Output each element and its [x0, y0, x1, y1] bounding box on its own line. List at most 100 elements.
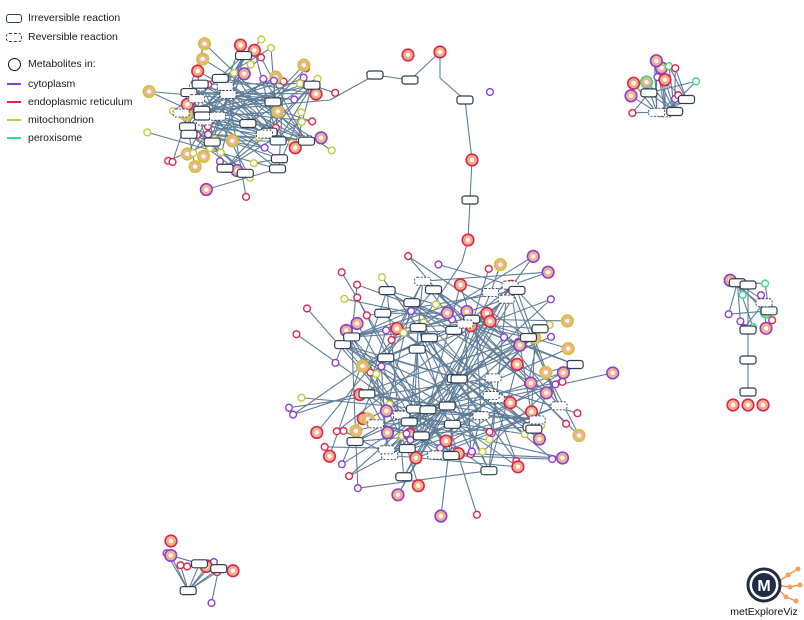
reaction-node[interactable]	[398, 443, 416, 454]
reaction-node[interactable]	[211, 73, 229, 84]
reaction-node[interactable]	[438, 401, 456, 411]
reaction-node[interactable]	[219, 89, 237, 99]
metabolite-node[interactable]	[216, 148, 225, 157]
reaction-node[interactable]	[648, 107, 666, 117]
metabolite-node[interactable]	[760, 279, 770, 288]
reaction-node[interactable]	[525, 424, 543, 434]
metabolite-node[interactable]	[372, 369, 381, 379]
metabolite-node[interactable]	[295, 79, 305, 88]
reaction-node[interactable]	[209, 111, 226, 121]
metabolite-node[interactable]	[339, 426, 348, 436]
reaction-node[interactable]	[403, 298, 421, 308]
metabolite-node[interactable]	[284, 403, 294, 412]
metabolite-node[interactable]	[768, 316, 777, 325]
metabolite-node[interactable]	[738, 290, 747, 299]
reaction-node[interactable]	[203, 137, 221, 147]
reaction-node[interactable]	[269, 136, 287, 146]
metabolite-node[interactable]	[337, 460, 346, 469]
metabolite-node[interactable]	[756, 291, 766, 300]
metabolite-node[interactable]	[362, 311, 371, 320]
metabolite-node[interactable]	[290, 95, 299, 104]
metabolite-node[interactable]	[485, 87, 495, 97]
metabolite-node[interactable]	[736, 317, 745, 326]
reaction-node[interactable]	[442, 450, 460, 461]
metabolite-node[interactable]	[499, 333, 509, 342]
reaction-node[interactable]	[666, 106, 684, 117]
reaction-node[interactable]	[519, 332, 538, 343]
metabolite-node[interactable]	[628, 108, 637, 118]
reaction-node[interactable]	[480, 466, 498, 476]
reaction-node[interactable]	[334, 339, 352, 350]
metabolite-node[interactable]	[292, 330, 301, 339]
metabolite-node[interactable]	[337, 268, 346, 277]
metabolite-node[interactable]	[257, 35, 266, 44]
reaction-node[interactable]	[739, 325, 757, 335]
metabolite-node[interactable]	[340, 294, 349, 303]
reaction-node[interactable]	[378, 286, 396, 296]
reaction-node[interactable]	[640, 88, 658, 98]
metabolite-node[interactable]	[377, 362, 386, 371]
reaction-node[interactable]	[270, 154, 289, 164]
reaction-node[interactable]	[427, 450, 445, 460]
reaction-node[interactable]	[188, 94, 206, 104]
reaction-node[interactable]	[216, 81, 234, 91]
reaction-node[interactable]	[461, 195, 479, 205]
reaction-node[interactable]	[414, 276, 432, 286]
metabolite-node[interactable]	[259, 74, 268, 83]
reaction-node[interactable]	[484, 373, 502, 383]
reaction-node[interactable]	[210, 564, 228, 574]
reaction-node[interactable]	[497, 294, 515, 304]
metabolite-node[interactable]	[407, 306, 416, 316]
reaction-node[interactable]	[256, 129, 273, 139]
metabolite-node[interactable]	[387, 335, 396, 345]
reaction-node[interactable]	[420, 333, 438, 343]
metabolite-node[interactable]	[546, 295, 555, 304]
metabolite-node[interactable]	[671, 64, 680, 73]
metabolite-node[interactable]	[478, 447, 487, 456]
reaction-node[interactable]	[172, 108, 190, 118]
reaction-node[interactable]	[419, 405, 437, 415]
metabolite-node[interactable]	[344, 471, 354, 481]
reaction-node[interactable]	[412, 431, 430, 441]
reaction-node[interactable]	[482, 287, 500, 297]
reaction-node[interactable]	[400, 417, 418, 427]
reaction-node[interactable]	[193, 111, 211, 121]
reaction-node[interactable]	[755, 298, 773, 308]
reaction-node[interactable]	[343, 332, 361, 342]
metabolite-node[interactable]	[404, 252, 413, 261]
reaction-node[interactable]	[264, 97, 282, 107]
reaction-node[interactable]	[450, 374, 468, 384]
reaction-node[interactable]	[472, 411, 490, 421]
metabolite-node[interactable]	[331, 358, 340, 367]
metabolite-node[interactable]	[297, 108, 306, 117]
reaction-node[interactable]	[566, 359, 584, 370]
metabolite-node[interactable]	[724, 310, 733, 319]
reaction-node[interactable]	[443, 419, 462, 429]
metabolite-node[interactable]	[332, 427, 341, 436]
reaction-node[interactable]	[508, 285, 526, 296]
metabolite-node[interactable]	[399, 328, 408, 337]
reaction-node[interactable]	[395, 472, 413, 482]
reaction-node[interactable]	[367, 419, 385, 429]
metabolite-node[interactable]	[691, 77, 701, 86]
metabolite-node[interactable]	[551, 380, 560, 389]
metabolite-node[interactable]	[353, 293, 362, 302]
metabolite-node[interactable]	[331, 88, 340, 97]
reaction-node[interactable]	[297, 136, 316, 146]
reaction-node[interactable]	[303, 80, 321, 90]
reaction-node[interactable]	[482, 391, 500, 401]
metabolite-node[interactable]	[381, 326, 391, 335]
reaction-node[interactable]	[456, 95, 474, 105]
metabolite-node[interactable]	[260, 143, 269, 152]
reaction-node[interactable]	[191, 79, 209, 89]
reaction-node[interactable]	[401, 75, 419, 85]
metabolite-node[interactable]	[377, 273, 387, 282]
reaction-node[interactable]	[424, 285, 443, 295]
metabolite-node[interactable]	[436, 443, 445, 453]
reaction-node[interactable]	[236, 168, 254, 178]
metabolite-node[interactable]	[241, 192, 251, 201]
reaction-node[interactable]	[531, 324, 549, 334]
reaction-node[interactable]	[550, 401, 568, 411]
metabolite-node[interactable]	[320, 442, 329, 452]
